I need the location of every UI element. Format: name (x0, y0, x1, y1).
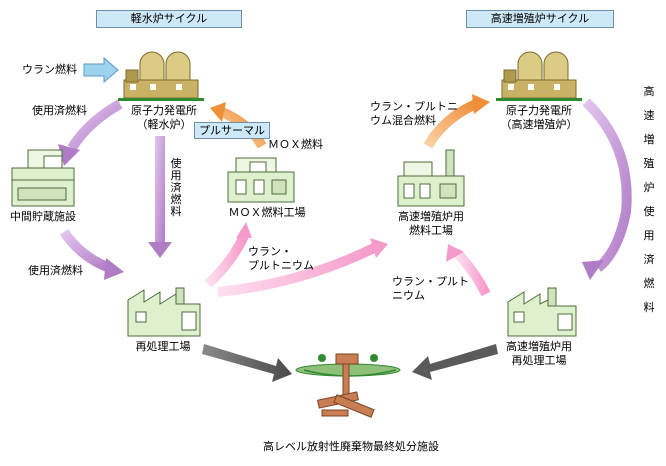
fbr-fuel-plant-label-line2: 燃料工場 (409, 224, 453, 237)
arrow-plant-to-storage-head (58, 144, 80, 166)
fbr-fuel-factory-icon (397, 149, 465, 207)
arrow-fbr-plant-to-fbr-reprocessing-head (582, 260, 604, 280)
mox-factory-icon (227, 157, 295, 203)
lwr-plant-label-line2: （軽水炉） (136, 118, 192, 131)
arrow-reprocessing-to-fbr-fuel-head (370, 238, 388, 258)
hlw-disposal-label: 高レベル放射性廃棄物最終処分施設 (263, 440, 439, 453)
mox-fuel-label: ＭＯＸ燃料 (268, 138, 323, 151)
spent-fuel-from-storage-label: 使用済燃料 (28, 264, 83, 277)
u-pu-mixed-fuel-label-line2: ウム混合燃料 (370, 114, 436, 127)
fbr-plant-label-line2: （高速増殖炉） (500, 118, 578, 131)
fbr-plant-label: 原子力発電所 （高速増殖炉） (492, 104, 586, 132)
storage-building-icon (11, 149, 75, 207)
fbr-spent-fuel-vertical-label: 高速増殖炉使用済燃料 (643, 85, 655, 314)
reprocessing-label: 再処理工場 (135, 340, 191, 353)
arrow-fbr-fuel-to-fbr-plant-head (472, 94, 490, 114)
fbr-fuel-plant-label-line1: 高速増殖炉用 (398, 210, 464, 223)
arrow-reprocessing-to-mox-head (236, 222, 252, 238)
arrow-fbr-reprocessing-to-fbr-fuel (452, 248, 491, 297)
lwr-plant-label-line1: 原子力発電所 (131, 104, 197, 117)
fbr-reprocessing-label-line2: 再処理工場 (511, 354, 567, 367)
interim-storage-label: 中間貯蔵施設 (10, 210, 76, 223)
fbr-cycle-header: 高速増殖炉サイクル (466, 10, 614, 28)
uranium-fuel-arrow (83, 56, 119, 84)
mox-plant-label: ＭＯＸ燃料工場 (228, 206, 306, 219)
arrow-reprocessing-to-fbr-fuel (217, 243, 377, 297)
arrow-reprocessing-to-disposal (202, 344, 292, 382)
fbr-plant-label-line1: 原子力発電所 (506, 104, 572, 117)
lwr-cycle-header: 軽水炉サイクル (96, 10, 242, 28)
u-pu-center-label: ウラン・ プルトニウム (248, 245, 314, 273)
u-pu-mixed-fuel-label-line1: ウラン・プルトニ (370, 100, 458, 113)
arrow-mox-to-plant-head (210, 102, 226, 122)
u-pu-mixed-fuel-label: ウラン・プルトニ ウム混合燃料 (370, 100, 458, 128)
arrow-reprocessing-to-mox (204, 233, 249, 288)
u-pu-center-label-line1: ウラン・ (248, 245, 292, 258)
arrow-plant-to-reprocessing-head (148, 242, 172, 258)
uranium-fuel-label: ウラン燃料 (22, 63, 77, 76)
pluthermal-label: プルサーマル (194, 122, 270, 139)
arrow-storage-to-reprocessing-head (104, 258, 124, 280)
u-pu-right-label: ウラン・プルトニウム (392, 275, 469, 302)
arrow-storage-to-reprocessing (59, 229, 112, 273)
fbr-fuel-plant-label: 高速増殖炉用 燃料工場 (388, 210, 474, 238)
arrow-fbr-fuel-to-fbr-plant (423, 99, 479, 149)
lwr-plant-icon (118, 51, 204, 101)
arrow-fbr-plant-to-fbr-reprocessing (582, 98, 632, 272)
fbr-reprocessing-factory-icon (507, 287, 577, 337)
u-pu-center-label-line2: プルトニウム (248, 259, 314, 272)
arrow-plant-to-reprocessing (155, 136, 165, 244)
fbr-reprocessing-label: 高速増殖炉用 再処理工場 (496, 340, 582, 368)
underground-disposal-icon (295, 353, 401, 418)
spent-fuel-to-storage-label: 使用済燃料 (32, 104, 87, 117)
arrow-fbr-reprocessing-to-fbr-fuel-head (446, 244, 464, 262)
fbr-plant-icon (496, 51, 582, 101)
arrow-plant-to-storage (67, 99, 123, 151)
spent-fuel-vertical-label: 使用済燃料 (170, 157, 182, 218)
lwr-plant-label: 原子力発電所 （軽水炉） (124, 104, 204, 132)
fbr-reprocessing-label-line1: 高速増殖炉用 (506, 340, 572, 353)
reprocessing-factory-icon (127, 287, 201, 337)
arrow-fbr-reprocessing-to-disposal (412, 344, 498, 380)
